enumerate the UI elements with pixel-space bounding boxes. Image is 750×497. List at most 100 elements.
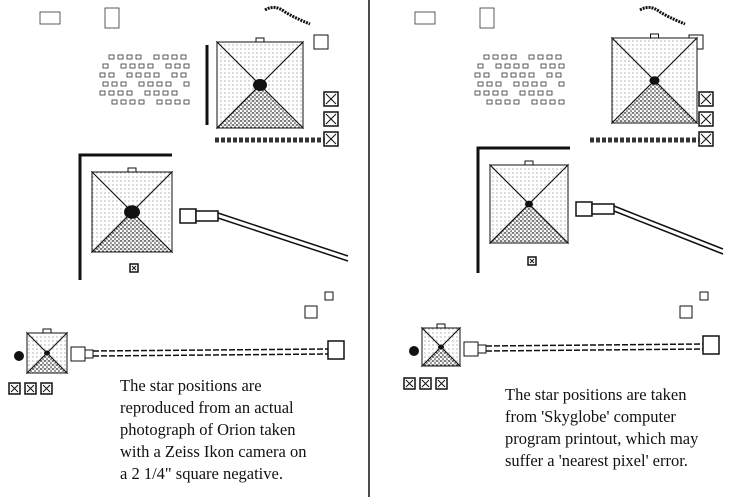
middle-pyramid-left-south-face	[90, 211, 174, 253]
tomb-field-left-mastaba	[117, 90, 124, 96]
small-temple-annex-right	[477, 344, 487, 354]
star-offset-right	[409, 346, 419, 356]
tomb-field-left-mastaba	[162, 54, 169, 60]
tomb-field-right-mastaba	[501, 72, 508, 78]
tomb-field-right-mastaba	[513, 63, 520, 69]
tomb-field-left-mastaba	[117, 54, 124, 60]
tomb-field-left-mastaba	[108, 90, 115, 96]
tomb-field-left-mastaba	[153, 72, 160, 78]
small-temple-right	[463, 341, 479, 357]
tomb-field-left-mastaba	[183, 99, 190, 105]
small-star-left	[44, 350, 50, 356]
enclosure-wall-mid-right	[476, 146, 570, 273]
tomb-right	[699, 291, 709, 301]
tomb-field-right-mastaba	[501, 90, 508, 96]
causeway-mid-right-b	[613, 210, 724, 255]
tomb-field-right-mastaba	[546, 54, 553, 60]
queens-pyramid-right-cross	[700, 113, 712, 125]
tomb-field-left-mastaba	[171, 90, 178, 96]
tomb-field-left-mastaba	[138, 63, 145, 69]
satellite-pyramid-right-cross	[529, 258, 535, 264]
star-offset-left	[14, 351, 24, 361]
tomb-field-right-mastaba	[486, 81, 493, 87]
tomb-field-left-mastaba	[129, 99, 136, 105]
tomb-field-right-mastaba	[528, 54, 535, 60]
small-pyramid-left-entrance	[42, 328, 52, 334]
tomb-field-right-mastaba	[501, 54, 508, 60]
tomb-field-left-mastaba	[147, 63, 154, 69]
tomb-field-right-mastaba	[483, 90, 490, 96]
caption-right: The star positions are taken from 'Skygl…	[505, 385, 699, 470]
tomb-field-left-mastaba	[147, 81, 154, 87]
valley-link-right	[591, 203, 615, 215]
queens-pyramid-left-cross	[325, 93, 337, 105]
tomb-field-left-mastaba	[102, 81, 109, 87]
middle-star-left	[124, 205, 140, 219]
tomb-field-left-mastaba	[165, 81, 172, 87]
tomb-field-right-mastaba	[522, 81, 529, 87]
tomb-field-left-mastaba	[108, 72, 115, 78]
tomb-field-right-mastaba	[510, 72, 517, 78]
tomb-field-right-mastaba	[504, 63, 511, 69]
tomb-field-right-mastaba	[540, 81, 547, 87]
tomb-field-left-mastaba	[120, 63, 127, 69]
causeway-mid-right-a	[613, 205, 724, 250]
causeway-small-right-b	[485, 348, 704, 352]
tomb-field-right-mastaba	[483, 72, 490, 78]
causeway-mid-left-b	[217, 217, 349, 262]
satellite-pyramid-left-cross	[131, 265, 137, 271]
wall-fragment-left	[264, 5, 311, 26]
tomb-field-left-mastaba	[126, 90, 133, 96]
great-pyramid-left-entrance	[255, 37, 265, 43]
tomb-field-right-mastaba	[483, 54, 490, 60]
tomb-field-left-mastaba	[129, 63, 136, 69]
tomb-field-left-mastaba	[183, 63, 190, 69]
tomb-left	[104, 7, 120, 29]
tomb-field-left-mastaba	[165, 63, 172, 69]
queens-pyramid-left-cross	[325, 133, 337, 145]
middle-pyramid-right-entrance	[524, 160, 534, 166]
tomb-field-right-mastaba	[519, 72, 526, 78]
small-pyramid-right-entrance	[436, 323, 446, 329]
tomb-field-right-mastaba	[546, 90, 553, 96]
great-pyramid-right-south-face	[610, 79, 699, 124]
tomb-field-left-mastaba	[153, 54, 160, 60]
tomb-field-left-mastaba	[180, 72, 187, 78]
tomb-field-right-mastaba	[495, 99, 502, 105]
tomb-field-right-mastaba	[513, 81, 520, 87]
tomb-left	[304, 305, 318, 319]
queens-pyramid-right-cross	[700, 133, 712, 145]
tomb-field-right-mastaba	[510, 54, 517, 60]
middle-star-right	[525, 200, 533, 208]
tomb-field-left-mastaba	[171, 72, 178, 78]
middle-pyramid-right-south-face	[488, 203, 570, 244]
tomb-field-left-mastaba	[126, 54, 133, 60]
tomb-field-right-mastaba	[528, 72, 535, 78]
great-pyramid-left-south-face	[215, 84, 305, 129]
tomb-field-right-mastaba	[522, 63, 529, 69]
tomb-left	[324, 291, 334, 301]
valley-temple-left	[327, 340, 345, 360]
small-temple-left	[70, 346, 86, 362]
tomb-field-right-mastaba	[549, 63, 556, 69]
wall-fragment-right	[639, 5, 686, 26]
tomb-field-left-mastaba	[183, 81, 190, 87]
tomb-field-right-mastaba	[504, 99, 511, 105]
tomb-field-left-mastaba	[165, 99, 172, 105]
tomb-field-right-mastaba	[540, 99, 547, 105]
tomb-field-right-mastaba	[519, 90, 526, 96]
tomb-field-right-mastaba	[477, 63, 484, 69]
small-queens-pyramid-right-cross	[421, 379, 430, 388]
tomb-field-right-mastaba	[558, 81, 565, 87]
tomb-field-right-mastaba	[486, 99, 493, 105]
valley-link-left	[195, 210, 219, 222]
small-queens-pyramid-left-cross	[42, 384, 51, 393]
mortuary-temple-left	[179, 208, 197, 224]
valley-temple-right	[702, 335, 720, 355]
tomb-field-left-mastaba	[126, 72, 133, 78]
tomb-field-right-mastaba	[531, 99, 538, 105]
tomb-field-left-mastaba	[120, 99, 127, 105]
small-queens-pyramid-right-cross	[437, 379, 446, 388]
small-pyramid-left-south-face	[25, 352, 69, 374]
